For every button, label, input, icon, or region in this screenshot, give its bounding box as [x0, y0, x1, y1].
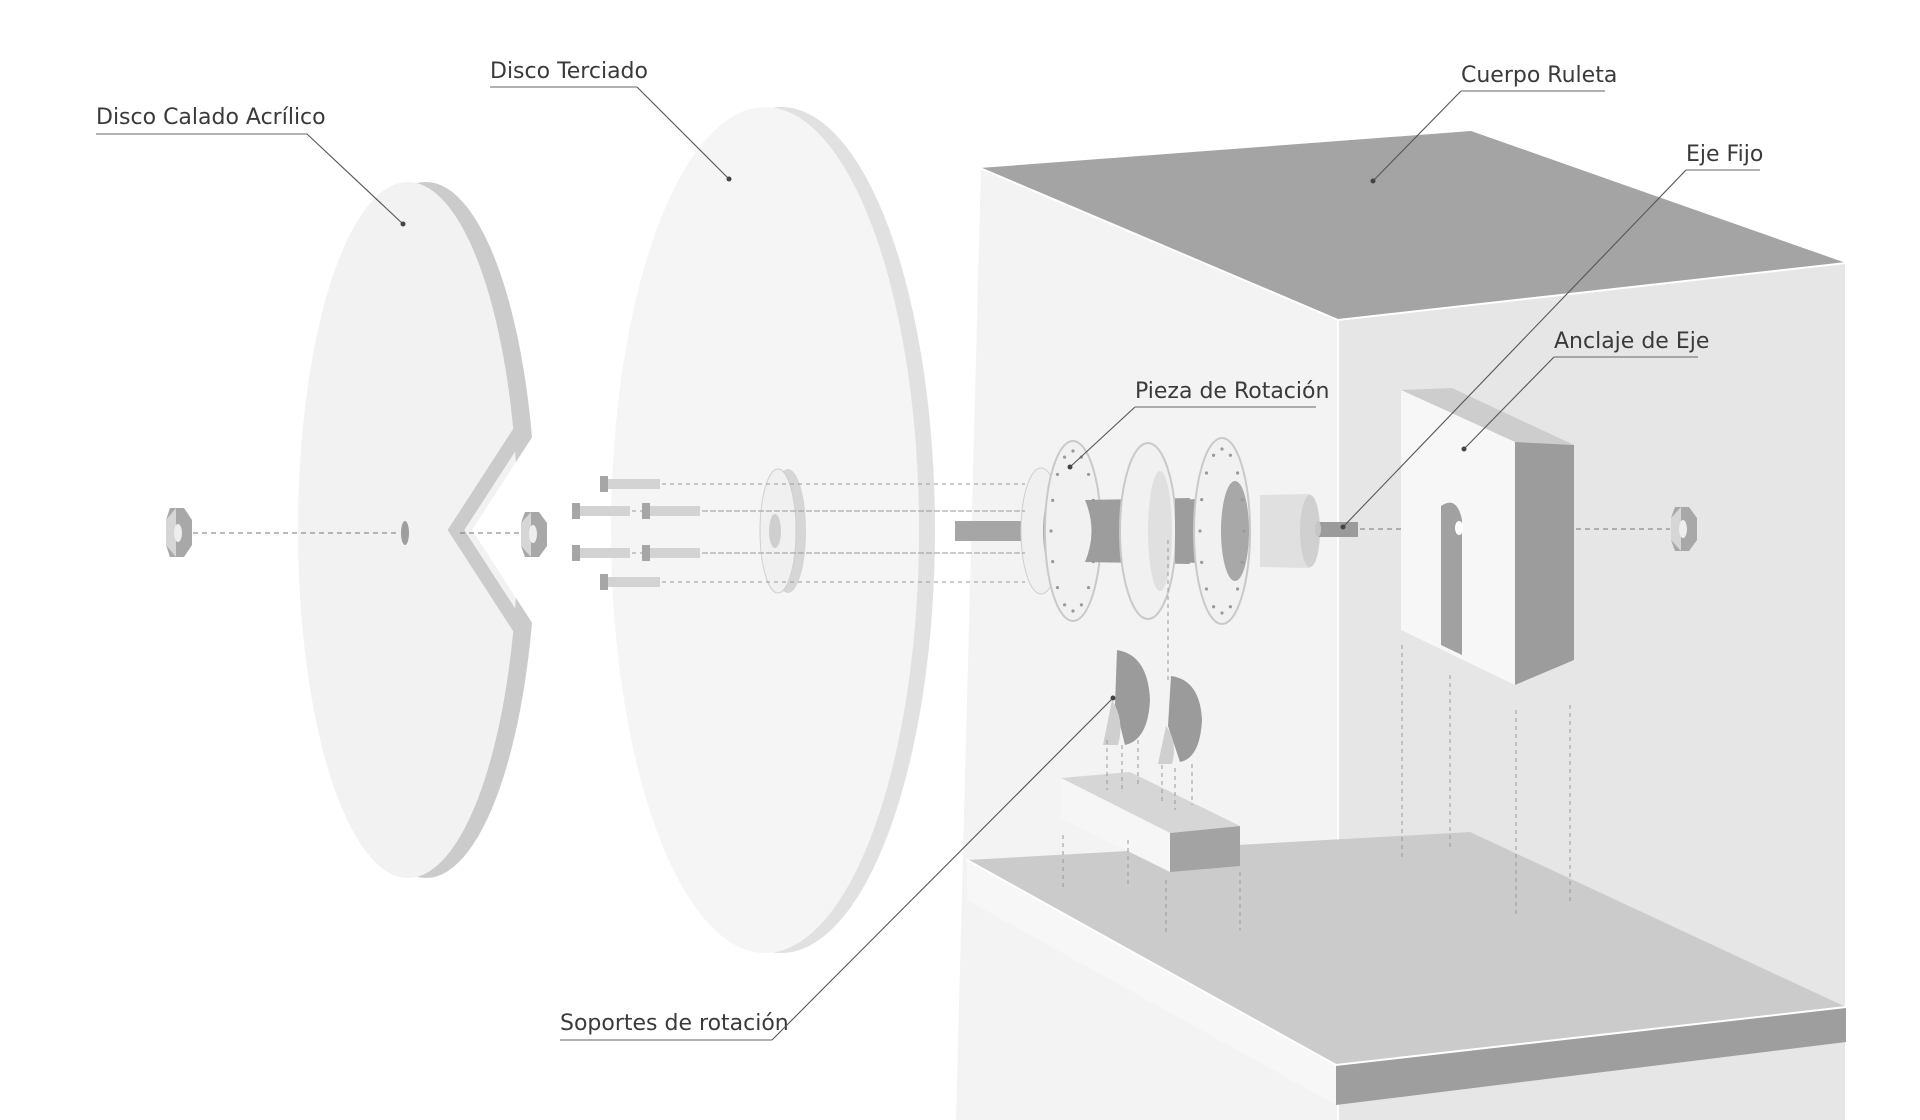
- callout-acrylic-disc: Disco Calado Acrílico: [96, 105, 406, 227]
- bolt-head-icon: [600, 476, 608, 492]
- callout-rotation-piece: Pieza de Rotación: [1067, 379, 1329, 470]
- disc-hole: [1220, 611, 1224, 615]
- bolt-shank: [580, 506, 630, 516]
- disc-hole: [1200, 560, 1204, 564]
- bolt-head-icon: [572, 503, 580, 519]
- disc-hole: [1049, 529, 1053, 533]
- disc-hole: [1086, 585, 1091, 590]
- disc-bolt-holes: [1049, 447, 1246, 615]
- disc-hole: [1093, 529, 1097, 533]
- base-plate: [966, 832, 1847, 1105]
- disc-hole: [1086, 472, 1091, 477]
- bolt-shank: [650, 548, 700, 558]
- fixed-axle: [1315, 521, 1358, 537]
- disc-hole: [1235, 471, 1240, 475]
- bolts: [572, 476, 1025, 590]
- disc-hole: [1235, 587, 1240, 591]
- bolt-shank: [580, 548, 630, 558]
- callout-axle-anchor: Anclaje de Eje: [1461, 329, 1709, 452]
- bolt-head-icon: [572, 545, 580, 561]
- rotation-supports: [1099, 650, 1202, 764]
- bolt-shank: [650, 506, 700, 516]
- disc-hole: [1055, 472, 1060, 477]
- disc-hole: [1091, 560, 1095, 564]
- disc-hole: [1062, 455, 1067, 459]
- label-rotation-piece: Pieza de Rotación: [1135, 379, 1329, 404]
- disc-hole: [1204, 587, 1209, 591]
- disc-hole: [1055, 585, 1060, 590]
- disc-hole: [1200, 498, 1204, 502]
- disc-hole: [1211, 453, 1216, 457]
- nut-right: [1671, 507, 1697, 551]
- bolt-head-icon: [642, 545, 650, 561]
- bolt-shank: [608, 577, 660, 587]
- disc-hole: [1228, 453, 1233, 457]
- support-block: [1061, 772, 1240, 872]
- disc-hole: [1198, 529, 1202, 533]
- disc-hole: [1204, 471, 1209, 475]
- bolt-head-icon: [642, 503, 650, 519]
- disc-hole: [1051, 498, 1055, 502]
- label-fixed-axle: Eje Fijo: [1686, 142, 1763, 167]
- disc-hole: [1051, 560, 1055, 564]
- callout-plywood-disc: Disco Terciado: [490, 59, 732, 182]
- disc-hole: [1228, 605, 1233, 609]
- callout-rotation-supports: Soportes de rotación: [560, 695, 1116, 1041]
- disc-hole: [1240, 560, 1244, 564]
- acrylic-disc: [298, 182, 560, 878]
- flange-plate: [759, 468, 806, 594]
- label-roulette-body: Cuerpo Ruleta: [1461, 63, 1617, 88]
- label-axle-anchor: Anclaje de Eje: [1554, 329, 1709, 354]
- disc-hole: [1240, 498, 1244, 502]
- disc-hole: [1242, 529, 1246, 533]
- callout-roulette-body: Cuerpo Ruleta: [1370, 63, 1617, 184]
- nut-left: [166, 508, 192, 557]
- disc-hole: [1079, 603, 1084, 607]
- label-plywood-disc: Disco Terciado: [490, 59, 648, 84]
- nut-middle: [521, 512, 547, 557]
- bolt-head-icon: [600, 574, 608, 590]
- disc-hole: [1071, 449, 1075, 453]
- bolt-shank: [608, 479, 660, 489]
- disc-hole: [1220, 447, 1224, 451]
- disc-hole: [1062, 603, 1067, 607]
- axle-anchor: [1401, 388, 1574, 685]
- disc-hole: [1091, 498, 1095, 502]
- label-acrylic-disc: Disco Calado Acrílico: [96, 105, 326, 130]
- label-rotation-supports: Soportes de rotación: [560, 1011, 789, 1036]
- callout-fixed-axle: Eje Fijo: [1340, 142, 1763, 530]
- disc-hole: [1071, 609, 1075, 613]
- disc-hole: [1211, 605, 1216, 609]
